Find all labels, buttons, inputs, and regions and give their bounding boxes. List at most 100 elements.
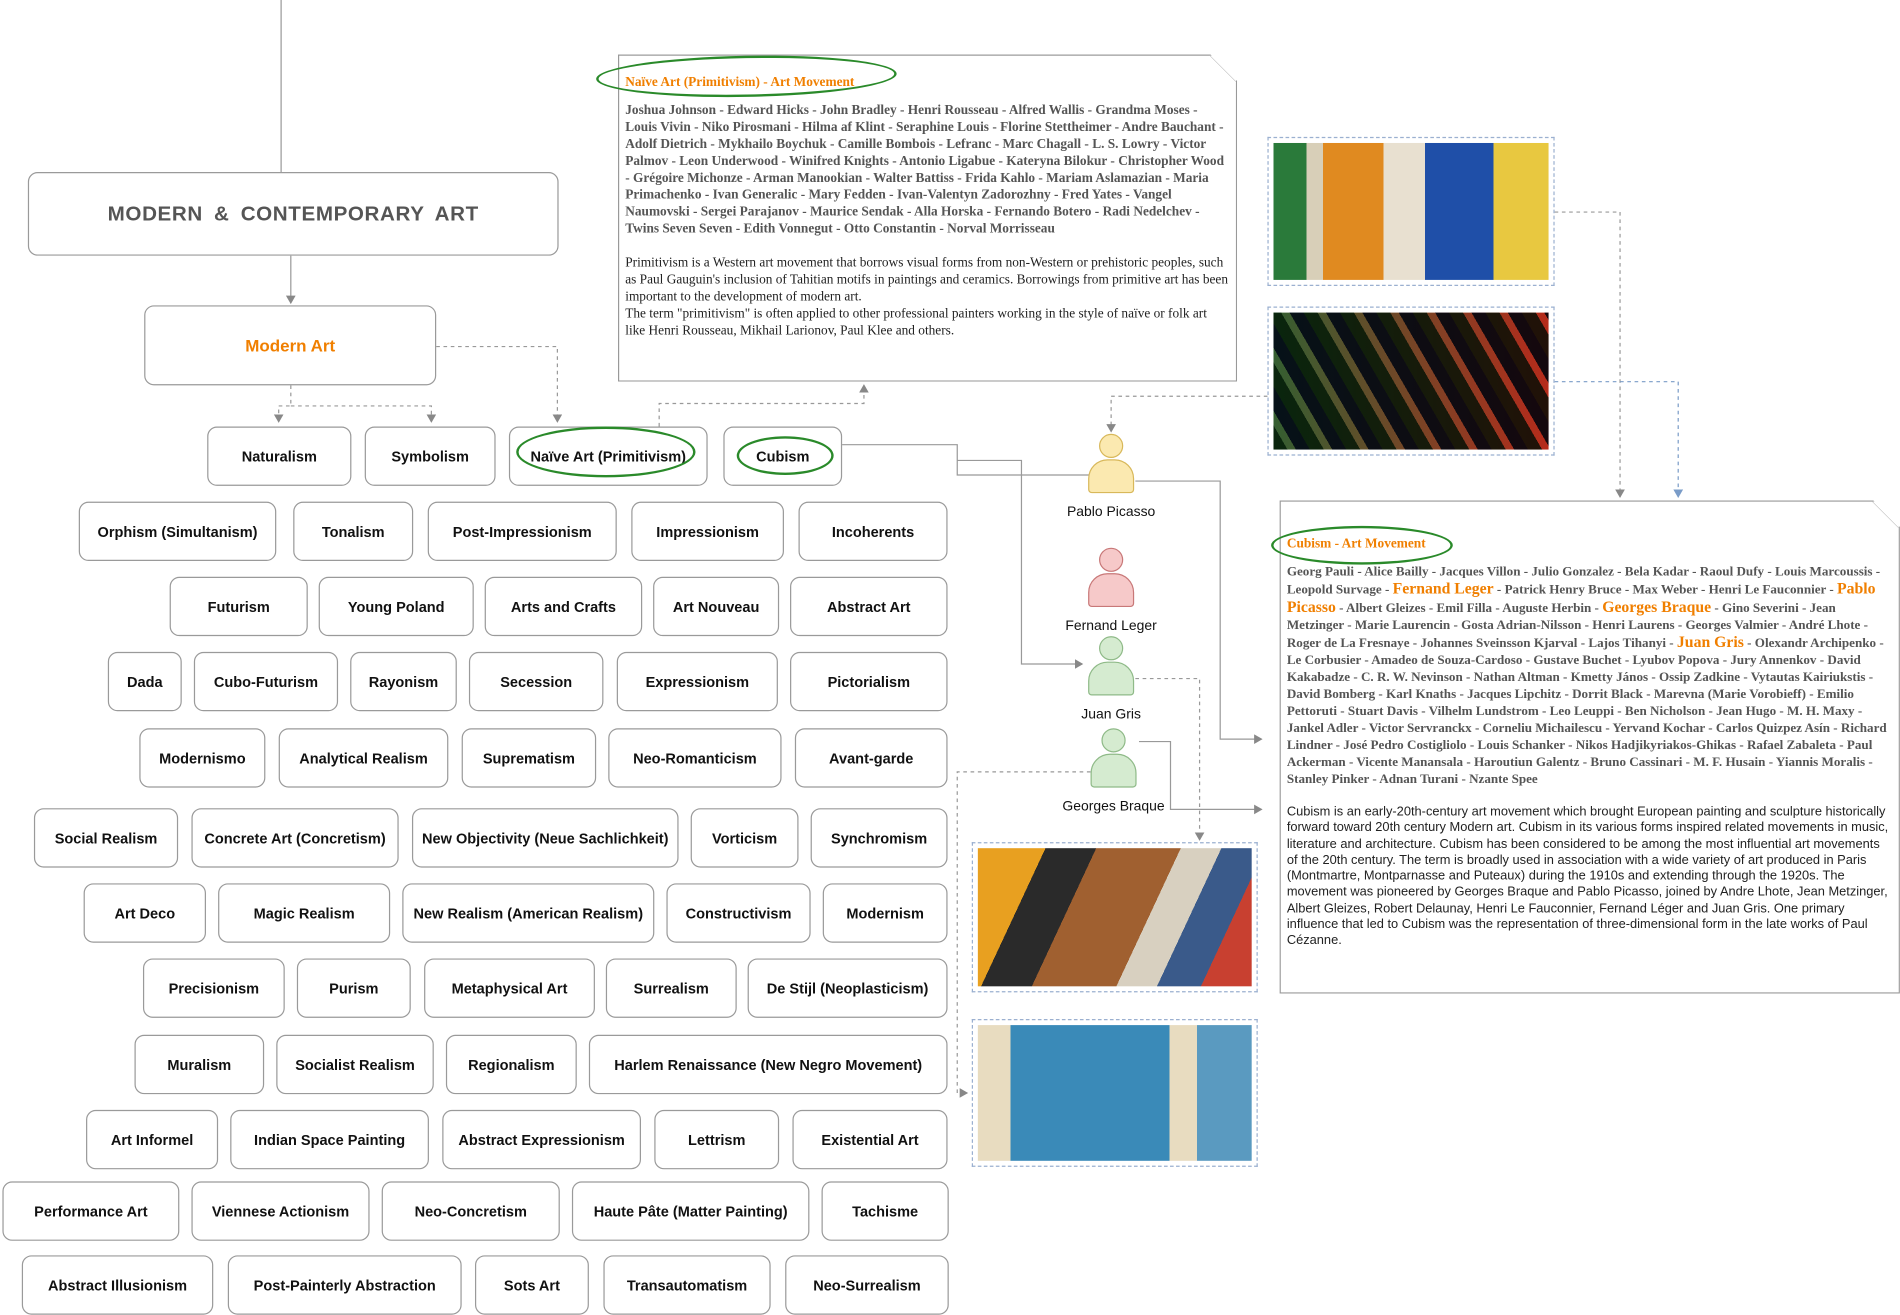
movement-node-art-informel[interactable]: Art Informel: [86, 1109, 219, 1170]
movement-node-modernismo[interactable]: Modernismo: [139, 728, 266, 788]
movement-node-social-realism[interactable]: Social Realism: [33, 808, 179, 868]
movement-node-symbolism[interactable]: Symbolism: [364, 426, 496, 486]
artist-label: Georges Braque: [1062, 799, 1165, 815]
painting-braque[interactable]: [971, 1019, 1258, 1167]
highlight-ring: [516, 426, 696, 478]
artist-fernand-leger[interactable]: Fernand Leger: [1038, 547, 1183, 634]
movement-node-expressionism[interactable]: Expressionism: [616, 651, 778, 712]
movement-node-secession[interactable]: Secession: [468, 651, 604, 712]
movement-node-magic-realism[interactable]: Magic Realism: [218, 883, 391, 943]
movement-node-neo-romanticism[interactable]: Neo-Romanticism: [608, 728, 782, 788]
movement-node-regionalism[interactable]: Regionalism: [445, 1034, 577, 1095]
movement-node-indian-space-painting[interactable]: Indian Space Painting: [230, 1109, 429, 1170]
movement-node-dada[interactable]: Dada: [107, 651, 182, 712]
movement-node-abstract-art[interactable]: Abstract Art: [790, 576, 948, 637]
artist-label: Pablo Picasso: [1066, 505, 1156, 520]
movement-node-naturalism[interactable]: Naturalism: [207, 426, 352, 486]
painting-image: [977, 848, 1252, 987]
person-icon-body: [1088, 661, 1135, 696]
movement-node-art-deco[interactable]: Art Deco: [83, 883, 206, 943]
movement-node-existential-art[interactable]: Existential Art: [792, 1109, 948, 1170]
movement-node-young-poland[interactable]: Young Poland: [318, 576, 474, 637]
movement-node-socialist-realism[interactable]: Socialist Realism: [276, 1034, 434, 1095]
movement-node-avant-garde[interactable]: Avant-garde: [794, 728, 948, 788]
movement-node-new-objectivity-neue-sachlichkeit[interactable]: New Objectivity (Neue Sachlichkeit): [411, 808, 679, 868]
artists-text: - Olexandr Archipenko - Le Corbusier - A…: [1286, 636, 1887, 787]
painting-image: [977, 1025, 1252, 1161]
movement-node-synchromism[interactable]: Synchromism: [810, 808, 948, 868]
movement-node-abstract-expressionism[interactable]: Abstract Expressionism: [442, 1109, 641, 1170]
movement-node-arts-and-crafts[interactable]: Arts and Crafts: [484, 576, 643, 637]
movement-node-viennese-actionism[interactable]: Viennese Actionism: [191, 1181, 370, 1241]
naive-doc-title: Naïve Art (Primitivism) - Art Movement: [625, 75, 855, 90]
movement-node-modernism[interactable]: Modernism: [822, 883, 948, 943]
movement-node-harlem-renaissance-new-negro-movement[interactable]: Harlem Renaissance (New Negro Movement): [588, 1034, 948, 1095]
highlight-fernand-leger: Fernand Leger: [1392, 579, 1494, 598]
movement-node-de-stijl-neoplasticism[interactable]: De Stijl (Neoplasticism): [747, 958, 948, 1018]
highlight-ring: [736, 436, 834, 475]
cubism-document: Cubism - Art Movement Georg Pauli - Alic…: [1280, 500, 1900, 993]
movement-node-art-nouveau[interactable]: Art Nouveau: [653, 576, 780, 637]
artists-text: - Albert Gleizes - Emil Filla - Auguste …: [1335, 601, 1603, 616]
movement-node-rayonism[interactable]: Rayonism: [350, 651, 457, 712]
highlight-juan-gris: Juan Gris: [1676, 632, 1744, 651]
naive-description-2: The term "primitivism" is often applied …: [625, 306, 1207, 339]
movement-node-suprematism[interactable]: Suprematism: [461, 728, 597, 788]
movement-node-surrealism[interactable]: Surrealism: [605, 958, 737, 1018]
movement-node-new-realism-american-realism[interactable]: New Realism (American Realism): [402, 883, 655, 943]
movement-node-neo-concretism[interactable]: Neo-Concretism: [381, 1181, 560, 1241]
painting-leger[interactable]: [1267, 136, 1555, 286]
movement-node-muralism[interactable]: Muralism: [134, 1034, 265, 1095]
root-title-node[interactable]: MODERN & CONTEMPORARY ART: [27, 172, 559, 256]
movement-node-incoherents[interactable]: Incoherents: [798, 501, 948, 562]
movement-node-futurism[interactable]: Futurism: [169, 576, 308, 637]
artists-text: Georg Pauli - Alice Bailly - Jacques Vil…: [1286, 564, 1881, 598]
movement-node-constructivism[interactable]: Constructivism: [666, 883, 811, 943]
highlight-pablo-picasso: Pablo Picasso: [1286, 579, 1876, 616]
artist-juan-gris[interactable]: Juan Gris: [1038, 636, 1183, 722]
movement-node-haute-p-te-matter-painting[interactable]: Haute Pâte (Matter Painting): [571, 1181, 810, 1241]
movement-node-performance-art[interactable]: Performance Art: [2, 1181, 180, 1241]
naive-artists-list: Joshua Johnson - Edward Hicks - John Bra…: [625, 102, 1225, 237]
movement-node-sots-art[interactable]: Sots Art: [474, 1255, 589, 1315]
movement-node-pictorialism[interactable]: Pictorialism: [790, 651, 948, 712]
movement-node-post-impressionism[interactable]: Post-Impressionism: [427, 501, 617, 562]
movement-node-metaphysical-art[interactable]: Metaphysical Art: [424, 958, 595, 1018]
highlight-ring: [1271, 525, 1453, 565]
movement-node-vorticism[interactable]: Vorticism: [690, 808, 799, 868]
movement-node-concrete-art-concretism[interactable]: Concrete Art (Concretism): [191, 808, 399, 868]
movement-node-analytical-realism[interactable]: Analytical Realism: [278, 728, 449, 788]
movement-node-impressionism[interactable]: Impressionism: [631, 501, 784, 562]
movement-node-purism[interactable]: Purism: [296, 958, 411, 1018]
person-icon-head: [1099, 433, 1124, 459]
naive-art-document: Naïve Art (Primitivism) - Art Movement J…: [618, 55, 1237, 382]
modern-art-node[interactable]: Modern Art: [144, 305, 437, 386]
movement-node-precisionism[interactable]: Precisionism: [142, 958, 285, 1018]
movement-node-abstract-illusionism[interactable]: Abstract Illusionism: [21, 1255, 214, 1315]
person-icon-head: [1099, 636, 1124, 661]
person-icon-head: [1099, 547, 1124, 572]
movement-node-orphism-simultanism[interactable]: Orphism (Simultanism): [78, 501, 277, 562]
painting-image: [1273, 312, 1549, 450]
movement-node-transautomatism[interactable]: Transautomatism: [603, 1255, 771, 1315]
artist-georges-braque[interactable]: Georges Braque: [1041, 728, 1186, 814]
artist-pablo-picasso[interactable]: Pablo Picasso: [1038, 433, 1183, 520]
movement-node-cubo-futurism[interactable]: Cubo-Futurism: [193, 651, 339, 712]
artist-label: Juan Gris: [1081, 707, 1141, 723]
cubism-artists-list: Georg Pauli - Alice Bailly - Jacques Vil…: [1287, 563, 1893, 787]
painting-gris[interactable]: [971, 842, 1258, 993]
movement-node-tonalism[interactable]: Tonalism: [293, 501, 414, 562]
movement-node-tachisme[interactable]: Tachisme: [821, 1181, 949, 1241]
painting-image: [1273, 142, 1549, 280]
naive-description: Primitivism is a Western art movement th…: [625, 255, 1229, 305]
movement-node-neo-surrealism[interactable]: Neo-Surrealism: [785, 1255, 949, 1315]
movement-node-post-painterly-abstraction[interactable]: Post-Painterly Abstraction: [227, 1255, 462, 1315]
person-icon-head: [1101, 728, 1126, 753]
artist-label: Fernand Leger: [1065, 619, 1157, 634]
artists-text: - Patrick Henry Bruce - Max Weber - Henr…: [1493, 582, 1838, 598]
cubism-description: Cubism is an early-20th-century art move…: [1286, 804, 1889, 949]
movement-node-lettrism[interactable]: Lettrism: [654, 1109, 780, 1170]
painting-picasso[interactable]: [1267, 306, 1555, 456]
